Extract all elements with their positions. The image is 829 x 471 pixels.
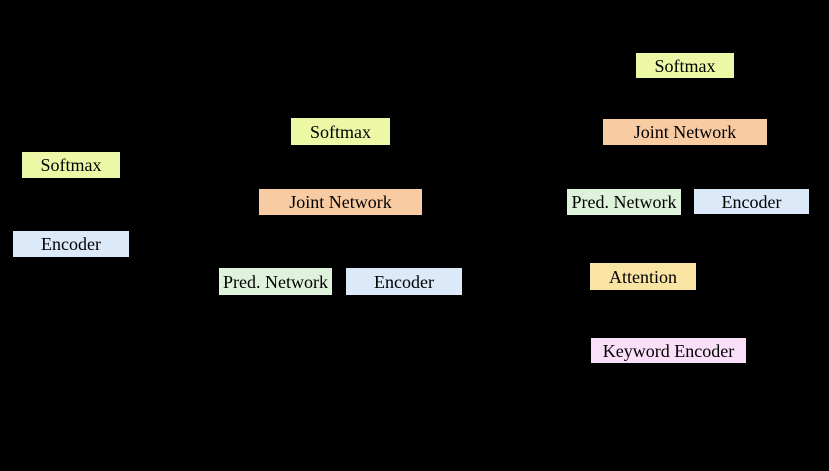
right-joint-network-box: Joint Network [602, 118, 768, 146]
mid-pred-network-box: Pred. Network [218, 267, 333, 296]
mid-joint-network-box: Joint Network [258, 188, 423, 216]
right-keyword-encoder-box: Keyword Encoder [590, 337, 747, 364]
mid-softmax-box: Softmax [290, 117, 391, 146]
right-encoder-box: Encoder [693, 188, 810, 215]
right-softmax-box: Softmax [635, 52, 735, 79]
left-softmax-box: Softmax [21, 151, 121, 179]
mid-encoder-box: Encoder [345, 267, 463, 296]
right-attention-box: Attention [589, 262, 697, 291]
left-encoder-box: Encoder [12, 230, 130, 258]
right-pred-network-box: Pred. Network [566, 188, 682, 216]
